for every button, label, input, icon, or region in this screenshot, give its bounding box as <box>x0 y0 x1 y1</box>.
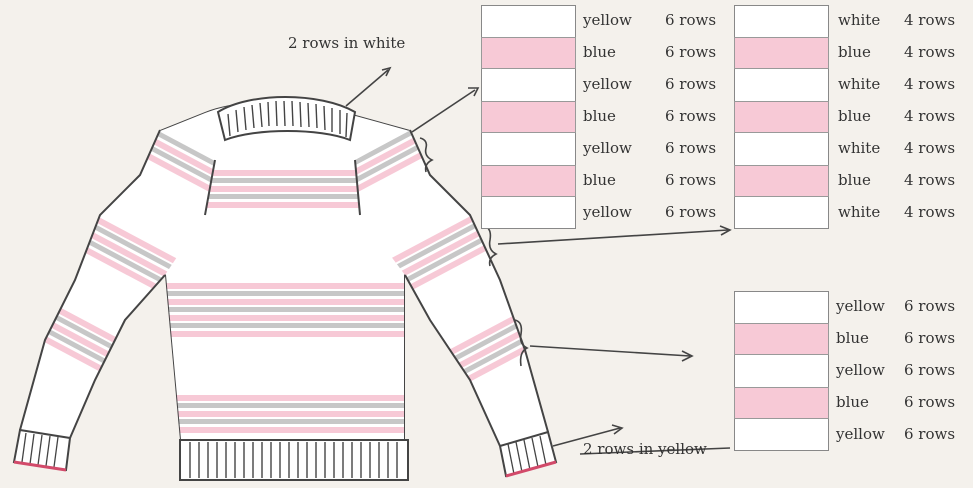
legend-color-label: yellow <box>836 361 885 379</box>
legend-count-label: 4 rows <box>904 43 955 61</box>
legend-color-label: blue <box>583 107 616 125</box>
legend-color-label: yellow <box>583 139 632 157</box>
legend-color-label: yellow <box>836 425 885 443</box>
legend-color-label: blue <box>836 329 869 347</box>
legend-count-label: 4 rows <box>904 75 955 93</box>
legend-count-label: 6 rows <box>665 139 716 157</box>
arrow-to-top-callout <box>346 70 388 106</box>
legend-color-label: yellow <box>583 11 632 29</box>
legend-color-label: yellow <box>583 75 632 93</box>
legend-swatch-pink <box>734 323 829 355</box>
legend-count-label: 6 rows <box>904 361 955 379</box>
legend-color-label: blue <box>583 43 616 61</box>
legend-count-label: 6 rows <box>665 43 716 61</box>
legend-count-label: 6 rows <box>665 75 716 93</box>
legend-color-label: yellow <box>836 297 885 315</box>
legend-count-label: 4 rows <box>904 203 955 221</box>
left-cuff <box>14 430 70 470</box>
waistband <box>180 440 408 480</box>
legend-color-label: blue <box>838 171 871 189</box>
legend-count-label: 4 rows <box>904 139 955 157</box>
legend-swatch-pink <box>734 101 829 133</box>
legend-count-label: 6 rows <box>904 425 955 443</box>
legend-count-label: 6 rows <box>904 393 955 411</box>
legend-swatch-pink <box>734 37 829 69</box>
legend-count-label: 6 rows <box>665 203 716 221</box>
legend-count-label: 6 rows <box>904 329 955 347</box>
callout-top-label: 2 rows in white <box>288 34 405 52</box>
legend-count-label: 6 rows <box>665 107 716 125</box>
legend-count-label: 4 rows <box>904 11 955 29</box>
legend-count-label: 6 rows <box>904 297 955 315</box>
legend-color-label: white <box>838 11 880 29</box>
legend-color-label: blue <box>836 393 869 411</box>
legend-swatch-pink <box>734 387 829 419</box>
arrow-to-legend-1 <box>412 90 475 132</box>
legend-swatch-pink <box>481 165 576 197</box>
legend-count-label: 4 rows <box>904 107 955 125</box>
arrow-to-legend-2 <box>498 230 728 244</box>
legend-swatch-pink <box>481 101 576 133</box>
legend-color-label: yellow <box>583 203 632 221</box>
legend-count-label: 4 rows <box>904 171 955 189</box>
callout-bottom-label: 2 rows in yellow <box>583 440 707 458</box>
legend-color-label: blue <box>583 171 616 189</box>
legend-count-label: 6 rows <box>665 171 716 189</box>
legend-swatch-pink <box>734 165 829 197</box>
legend-color-label: white <box>838 75 880 93</box>
legend-swatch-pink <box>481 37 576 69</box>
legend-color-label: blue <box>838 43 871 61</box>
legend-count-label: 6 rows <box>665 11 716 29</box>
arrow-to-legend-3 <box>530 346 690 356</box>
legend-color-label: white <box>838 203 880 221</box>
legend-color-label: blue <box>838 107 871 125</box>
legend-color-label: white <box>838 139 880 157</box>
legend-3-swatch-column <box>734 291 829 451</box>
